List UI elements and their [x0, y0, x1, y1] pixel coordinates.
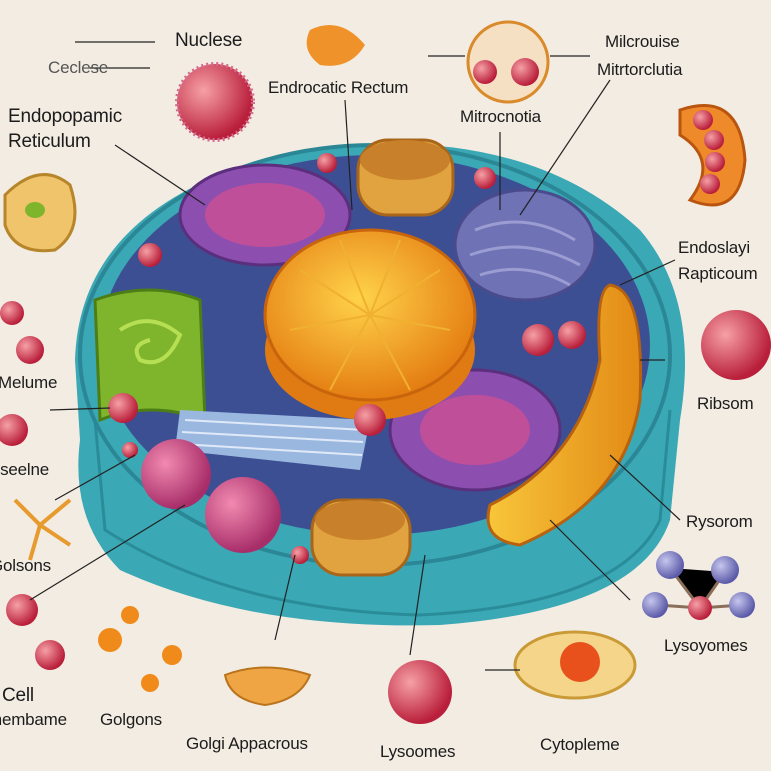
label-lysoomes: Lysoomes: [380, 742, 456, 761]
label-nuclese: Nuclese: [175, 30, 243, 51]
label-rysorom: Rysorom: [686, 512, 753, 531]
yellow-mitochondrion: [486, 283, 643, 547]
vacuole-bottom: [310, 498, 412, 577]
golgi-stack-blue: [175, 410, 370, 470]
lysosome-bottom: [388, 660, 452, 724]
cell-fragment-left: [3, 173, 77, 253]
mitochondrion-top-cage: [466, 20, 550, 104]
golgi-bottom: [223, 666, 312, 707]
label-endoslayi: Endoslayi: [678, 238, 750, 257]
label-membame: membame: [0, 710, 67, 729]
label-golgons: Golgons: [100, 710, 162, 729]
mitochondrion-top-left: [178, 163, 352, 267]
label-mitrocnotia: Mitrocnotia: [460, 107, 541, 126]
cytoplasm-organelle: [513, 630, 637, 700]
label-endopopamic: Endopopamic: [8, 106, 122, 127]
mitochondrion-top-right: [678, 104, 747, 207]
label-cell: Cell: [2, 685, 34, 706]
label-cytopleme: Cytopleme: [540, 735, 620, 754]
label-golsons: Golsons: [0, 556, 51, 575]
label-rapticoum: Rapticoum: [678, 264, 758, 283]
vacuole-top: [356, 138, 455, 217]
label-lysoyomes: Lysoyomes: [664, 636, 748, 655]
ribosome-top: [175, 62, 255, 142]
label-mitrtorclutia: Mitrtorclutia: [597, 60, 683, 79]
label-ribsom: Ribsom: [697, 394, 754, 413]
nucleus: [263, 228, 477, 420]
label-milcrouise: Milcrouise: [605, 32, 680, 51]
vesicles: [108, 153, 586, 564]
label-melume: Melume: [0, 373, 58, 392]
ribosome-right: [701, 310, 771, 380]
leader-lines: [29, 41, 681, 671]
golgi-small-top: [306, 25, 365, 66]
label-rseelne: Rseelne: [0, 460, 49, 479]
lysosome-molecule: [642, 551, 755, 620]
label-endrocatic-rectum: Endrocatic Rectum: [268, 78, 409, 97]
small-vesicles-left: [0, 301, 182, 692]
label-ceclese: Ceclese: [48, 58, 109, 77]
label-golgi-appacrous: Golgi Appacrous: [186, 734, 308, 753]
label-reticulum: Reticulum: [8, 131, 91, 152]
endoplasmic-reticulum: [453, 188, 597, 302]
